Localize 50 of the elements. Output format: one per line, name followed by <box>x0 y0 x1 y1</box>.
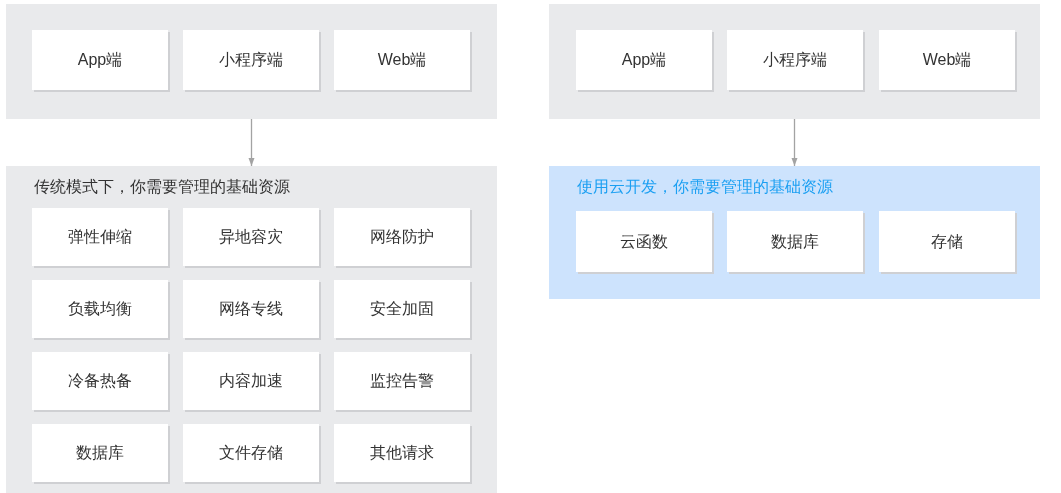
resource-card <box>183 208 319 266</box>
resource-card <box>576 30 712 90</box>
resource-card <box>334 30 470 90</box>
card-label: Web端 <box>376 50 428 70</box>
resource-card <box>183 280 319 338</box>
resource-card <box>32 208 168 266</box>
card-label: 存储 <box>930 231 964 252</box>
panel-title: 传统模式下，你需要管理的基础资源 <box>34 177 290 197</box>
resource-card <box>727 30 863 90</box>
card-label: 小程序端 <box>762 50 828 70</box>
arrow <box>791 118 798 167</box>
card-label: 数据库 <box>75 443 125 463</box>
card-label: 云函数 <box>619 231 669 252</box>
panel-title: 使用云开发，你需要管理的基础资源 <box>577 177 833 197</box>
card-label: 其他请求 <box>369 443 435 463</box>
resource-card <box>334 424 470 482</box>
group-panel <box>6 4 497 119</box>
card-label: 冷备热备 <box>67 371 133 391</box>
arrow <box>248 118 255 167</box>
resource-card <box>334 352 470 410</box>
card-label: 内容加速 <box>218 371 284 391</box>
card-label: 文件存储 <box>218 443 284 463</box>
resource-card <box>32 352 168 410</box>
card-label: App端 <box>76 50 124 70</box>
resource-card <box>334 280 470 338</box>
card-label: 异地容灾 <box>218 227 284 247</box>
card-label: 网络专线 <box>218 299 284 319</box>
card-label: 负载均衡 <box>67 299 133 319</box>
card-label: App端 <box>620 50 668 70</box>
card-label: 监控告警 <box>369 371 435 391</box>
resource-card <box>183 30 319 90</box>
group-panel <box>549 4 1040 119</box>
resource-card <box>183 352 319 410</box>
resource-card <box>879 30 1015 90</box>
card-label: 网络防护 <box>369 227 435 247</box>
resource-card <box>32 30 168 90</box>
resource-card <box>879 211 1015 272</box>
resource-card <box>334 208 470 266</box>
resource-card <box>576 211 712 272</box>
resource-card <box>727 211 863 272</box>
card-label: 数据库 <box>770 231 820 252</box>
card-label: 弹性伸缩 <box>67 227 133 247</box>
card-label: Web端 <box>921 50 973 70</box>
card-label: 小程序端 <box>218 50 284 70</box>
group-panel <box>549 166 1040 299</box>
group-panel <box>6 166 497 493</box>
resource-card <box>32 424 168 482</box>
resource-card <box>183 424 319 482</box>
resource-card <box>32 280 168 338</box>
card-label: 安全加固 <box>369 299 435 319</box>
